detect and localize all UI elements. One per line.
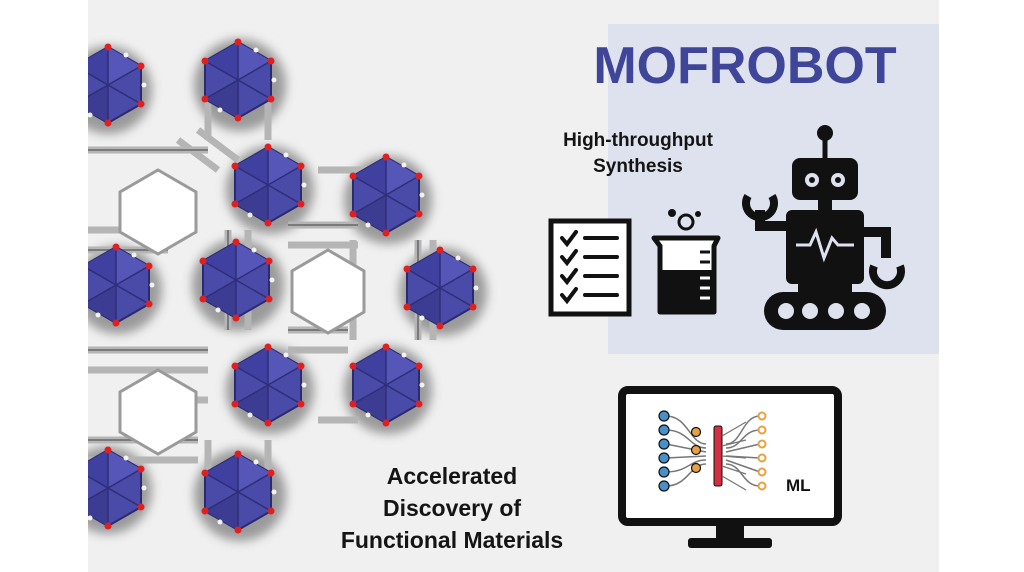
synthesis-line-2: Synthesis xyxy=(593,156,683,177)
figure-canvas xyxy=(88,0,939,572)
discovery-line-1: Accelerated xyxy=(386,463,518,489)
monitor-icon: ML xyxy=(618,386,842,548)
mof-framework-illustration xyxy=(88,37,487,541)
mofrobot-title: MOFROBOT xyxy=(593,37,897,95)
discovery-line-2: Discovery of xyxy=(382,495,522,521)
neural-network-icon xyxy=(658,410,767,492)
synthesis-label: High-throughput Synthesis xyxy=(520,128,756,180)
discovery-caption: Accelerated Discovery of Functional Mate… xyxy=(294,460,610,556)
discovery-line-3: Functional Materials xyxy=(340,527,564,553)
ml-label: ML xyxy=(786,476,811,495)
synthesis-line-1: High-throughput xyxy=(563,130,713,151)
